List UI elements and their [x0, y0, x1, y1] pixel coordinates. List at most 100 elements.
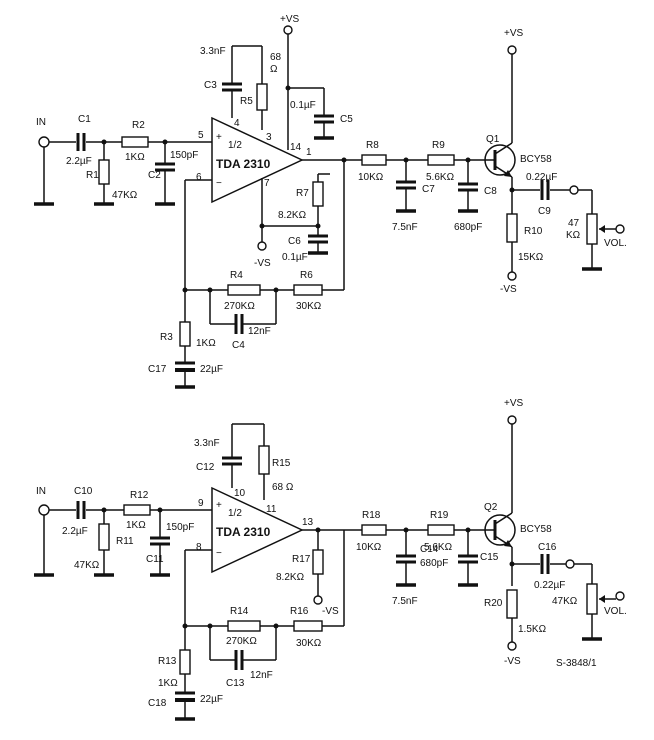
r1-label: R1 — [86, 170, 99, 181]
c7-label: C7 — [422, 184, 435, 195]
r13-label: R13 — [158, 656, 177, 667]
transistor-q2 — [484, 512, 516, 548]
pin-1: 1 — [306, 147, 312, 158]
c11-label: C11 — [146, 554, 164, 565]
r7-value: 8.2KΩ — [278, 210, 307, 221]
c7-value: 7.5nF — [392, 222, 418, 233]
c4-value: 12nF — [248, 326, 271, 337]
resistor-r11 — [98, 523, 110, 551]
pin-10: 10 — [234, 488, 246, 499]
r5-label: R5 — [240, 96, 253, 107]
c18-value: 22µF — [200, 694, 223, 705]
vs-neg-label-1: -VS — [254, 258, 271, 269]
input-label-2: IN — [36, 486, 46, 497]
r3-label: R3 — [160, 332, 173, 343]
c1-label: C1 — [78, 114, 91, 125]
r17-value: 8.2KΩ — [276, 572, 305, 583]
capacitor-c1 — [76, 133, 86, 151]
resistor-r7 — [312, 181, 324, 207]
resistor-r1 — [98, 159, 110, 185]
c3-value: 3.3nF — [200, 46, 226, 57]
c8-value: 680pF — [454, 222, 482, 233]
r9-label: R9 — [432, 140, 445, 151]
r12-value: 1KΩ — [126, 520, 146, 531]
q1-type: BCY58 — [520, 154, 552, 165]
pin-7: 7 — [264, 178, 270, 189]
r14-label: R14 — [230, 606, 249, 617]
r1-value: 47KΩ — [112, 190, 138, 201]
resistor-r5 — [256, 83, 268, 111]
pin-4: 4 — [234, 118, 240, 129]
c14-label: C14 — [420, 544, 439, 555]
c18-label: C18 — [148, 698, 167, 709]
c11-value: 150pF — [166, 522, 194, 533]
resistor-r20 — [506, 589, 518, 619]
resistor-r15 — [258, 445, 270, 475]
volume-pot-2 — [586, 583, 598, 615]
r10-value: 15KΩ — [518, 252, 544, 263]
c9-value: 0.22µF — [526, 172, 557, 183]
pin-6: 6 — [196, 172, 202, 183]
vol-terminal-1 — [615, 224, 625, 234]
c13-label: C13 — [226, 678, 245, 689]
r16-label: R16 — [290, 606, 309, 617]
minus-sign-2: − — [216, 548, 222, 559]
opamp-2 — [211, 486, 304, 574]
r6-label: R6 — [300, 270, 313, 281]
r5-unit: Ω — [270, 64, 278, 75]
r12-label: R12 — [130, 490, 149, 501]
c6-value: 0.1µF — [282, 252, 308, 263]
input-label-1: IN — [36, 117, 46, 128]
r5-value: 68 — [270, 52, 282, 63]
resistor-r8 — [361, 154, 387, 166]
r4-value: 270KΩ — [224, 301, 255, 312]
r20-label: R20 — [484, 598, 503, 609]
vs-neg-terminal-2 — [313, 595, 323, 605]
r11-label: R11 — [116, 536, 134, 547]
resistor-r3 — [179, 321, 191, 347]
vs-pos-label-q2: +VS — [504, 398, 524, 409]
pin-9: 9 — [198, 498, 204, 509]
input-jack-1 — [38, 136, 50, 148]
r15-value: 68 Ω — [272, 482, 294, 493]
r16-value: 30KΩ — [296, 638, 322, 649]
c10-value: 2.2µF — [62, 526, 88, 537]
chip-label-2: TDA 2310 — [216, 525, 271, 539]
output-terminal-2 — [565, 559, 575, 569]
r13-value: 1KΩ — [158, 678, 178, 689]
plus-sign-2: + — [216, 500, 222, 511]
resistor-r10 — [506, 213, 518, 243]
pot-unit-1: KΩ — [566, 230, 581, 241]
c13-value: 12nF — [250, 670, 273, 681]
r19-value: 5.6KΩ — [424, 542, 453, 553]
vol-label-2: VOL. — [604, 606, 627, 617]
pin-8: 8 — [196, 542, 202, 553]
transistor-q1 — [484, 142, 516, 178]
vs-neg-label-2: -VS — [322, 606, 339, 617]
pot-value-1: 47 — [568, 218, 580, 229]
r14-value: 270KΩ — [226, 636, 257, 647]
r2-value: 1KΩ — [125, 152, 145, 163]
pin-5: 5 — [198, 130, 204, 141]
q1-label: Q1 — [486, 134, 500, 145]
c12-label: C12 — [196, 462, 215, 473]
r6-value: 30KΩ — [296, 301, 322, 312]
plus-sign-1: + — [216, 132, 222, 143]
resistor-r17 — [312, 549, 324, 575]
c5-label: C5 — [340, 114, 353, 125]
r7-label: R7 — [296, 188, 309, 199]
c-7-5nf-value: 7.5nF — [392, 596, 418, 607]
resistor-r13 — [179, 649, 191, 675]
c17-label: C17 — [148, 364, 167, 375]
r19-label: R19 — [430, 510, 449, 521]
c15-label: C15 — [480, 552, 499, 563]
r10-label: R10 — [524, 226, 543, 237]
vs-terminal-q2 — [507, 415, 517, 425]
stage-2: IN C10 2.2µF R11 47KΩ R12 1KΩ 150pF C11 … — [34, 398, 627, 721]
capacitor-c10 — [76, 501, 86, 519]
c2-label: C2 — [148, 170, 161, 181]
r9-value: 5.6KΩ — [426, 172, 455, 183]
c10-label: C10 — [74, 486, 93, 497]
resistor-r12 — [123, 504, 151, 516]
